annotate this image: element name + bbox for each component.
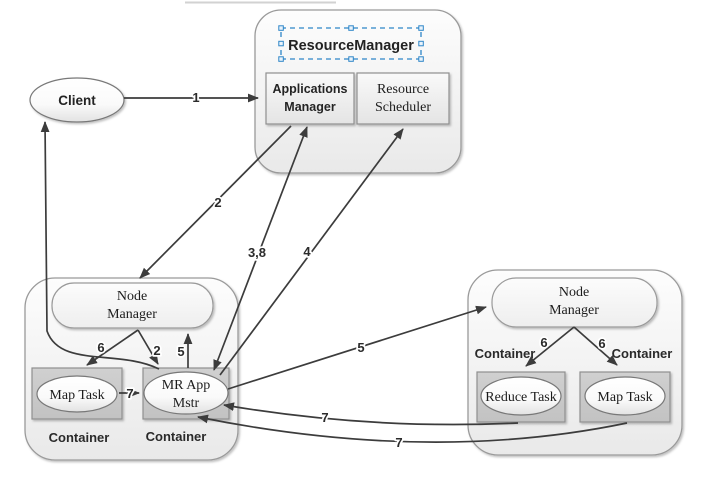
resource-scheduler-box[interactable]	[356, 72, 450, 125]
arrow-7-reduce-task-to-mr-app-mstr[interactable]	[223, 402, 519, 426]
map-task-right-label: Map Task	[597, 390, 652, 405]
selection-handle[interactable]	[348, 56, 354, 62]
node-manager-left[interactable]	[51, 282, 214, 329]
arrow-6-node-manager-right-to-reduce-task[interactable]	[525, 326, 575, 367]
map-task-left-label: Map Task	[49, 388, 104, 403]
edge-label-step1: 1	[192, 90, 199, 105]
selection-handles	[278, 25, 424, 62]
container-label-left-mr: Container	[146, 429, 207, 444]
edge-label-step6-left: 6	[97, 340, 104, 355]
edge-label-step3-8: 3,8	[248, 245, 266, 260]
container-label-right-map: Container	[612, 346, 673, 361]
resource-scheduler-label-line1: Resource	[377, 82, 429, 97]
container-label-right-reduce: Container	[475, 346, 536, 361]
arrow-7-map-task-right-to-mr-app-mstr[interactable]	[197, 414, 628, 443]
selection-handle[interactable]	[418, 40, 424, 47]
edge-label-step7-upper: 7	[321, 410, 328, 425]
selection-handle[interactable]	[418, 25, 424, 31]
resource-scheduler-label-line2: Scheduler	[375, 100, 431, 115]
edge-label-step7-small: 7	[126, 386, 133, 401]
selection-handle[interactable]	[418, 56, 424, 62]
arrow-6-node-manager-right-to-map-task[interactable]	[573, 326, 618, 366]
map-task-ellipse-right[interactable]	[584, 376, 666, 416]
client-label: Client	[58, 93, 96, 108]
applications-manager-label-line1: Applications	[272, 82, 347, 96]
node-manager-right-label-line1: Node	[559, 285, 589, 300]
resource-manager-label: ResourceManager	[288, 38, 414, 54]
node-manager-right-label-line2: Manager	[549, 303, 599, 318]
client-ellipse[interactable]	[29, 77, 125, 123]
selection-handle[interactable]	[278, 25, 284, 31]
edge-label-step2-top: 2	[214, 195, 221, 210]
arrow-2-node-manager-to-mr-app-mstr[interactable]	[137, 329, 159, 365]
edge-label-step5-vertical: 5	[177, 344, 184, 359]
edge-label-step5-long: 5	[357, 340, 364, 355]
applications-manager-box[interactable]	[265, 72, 355, 125]
arrow-5-mr-app-mstr-to-node-manager-right[interactable]	[227, 305, 487, 390]
applications-manager-label-line2: Manager	[284, 100, 336, 114]
mr-app-mstr-label-line2: Mstr	[173, 396, 200, 411]
arrow-4-mr-app-mstr-to-resource-scheduler[interactable]	[219, 128, 404, 376]
arrow-6-node-manager-to-map-task-left[interactable]	[86, 329, 139, 366]
edge-label-step6-right-map: 6	[598, 336, 605, 351]
container-label-left-map: Container	[49, 430, 110, 445]
edge-label-step6-right-reduce: 6	[540, 335, 547, 350]
selection-handle[interactable]	[278, 56, 284, 62]
node-manager-left-label-line1: Node	[117, 289, 147, 304]
edge-label-step2-inner: 2	[153, 343, 160, 358]
selection-handle[interactable]	[278, 40, 284, 47]
map-task-ellipse-left[interactable]	[36, 375, 118, 413]
reduce-task-ellipse[interactable]	[480, 376, 562, 416]
mr-app-mstr-label-line1: MR App	[162, 378, 211, 393]
mr-app-mstr-ellipse[interactable]	[143, 371, 229, 415]
arrow-mr-app-mstr-to-client[interactable]	[40, 121, 160, 370]
arrow-3-8-mr-app-mstr-applications-manager[interactable]	[213, 126, 308, 371]
reduce-task-label: Reduce Task	[485, 390, 556, 405]
edge-label-step4: 4	[303, 244, 311, 259]
node-manager-left-label-line2: Manager	[107, 307, 157, 322]
edge-label-step7-lower: 7	[395, 435, 402, 450]
selection-handle[interactable]	[348, 25, 354, 31]
